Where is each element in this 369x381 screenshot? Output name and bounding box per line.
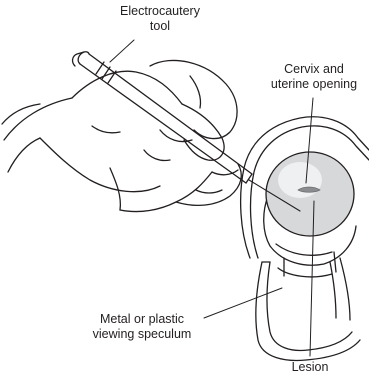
cervix xyxy=(266,152,354,236)
speculum-label-line1: Metal or plastic xyxy=(82,312,202,327)
tool-label-line2: tool xyxy=(110,19,210,34)
lesion-label-line1: Lesion xyxy=(280,360,340,375)
speculum-leader xyxy=(204,288,282,318)
tool-leader xyxy=(110,40,134,62)
lesion-label: Lesion xyxy=(280,360,340,375)
hand xyxy=(2,60,241,211)
speculum-label: Metal or plastic viewing speculum xyxy=(82,312,202,342)
cervix-label-line1: Cervix and xyxy=(262,62,366,77)
cervix-label: Cervix and uterine opening xyxy=(262,62,366,92)
tool-label: Electrocautery tool xyxy=(110,4,210,34)
cervix-label-line2: uterine opening xyxy=(262,77,366,92)
speculum-label-line2: viewing speculum xyxy=(82,327,202,342)
tool-label-line1: Electrocautery xyxy=(110,4,210,19)
